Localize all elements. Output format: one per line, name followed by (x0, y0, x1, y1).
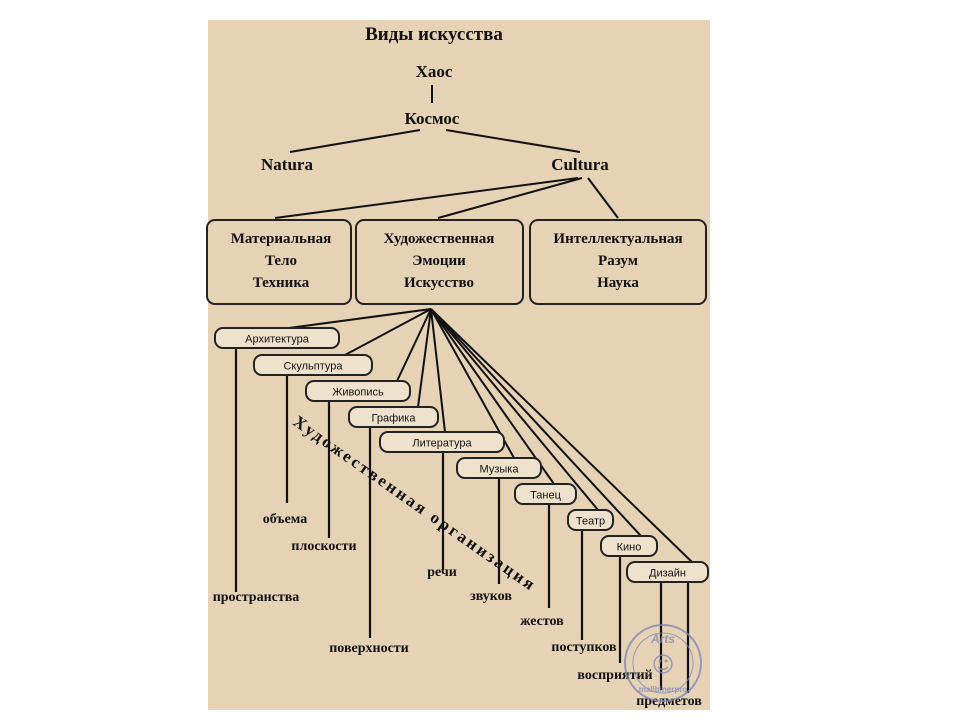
culture-box-heading: Художественная (384, 231, 495, 247)
art-form-label: Скульптура (283, 361, 343, 373)
art-form-label: Архитектура (245, 334, 310, 346)
art-form-pill: Живопись (305, 380, 411, 402)
culture-box-line: Тело (265, 253, 297, 269)
art-form-pill: Литература (379, 431, 505, 453)
art-form-pill: Скульптура (253, 354, 373, 376)
art-form-label: Театр (576, 516, 605, 528)
organization-term: поступков (551, 640, 617, 655)
art-form-pill: Дизайн (626, 561, 709, 583)
art-form-label: Литература (412, 438, 472, 450)
organization-term: пространства (213, 590, 300, 605)
cultura-artistic-line (437, 177, 583, 219)
art-form-label: Кино (617, 542, 642, 554)
fan-line (430, 308, 693, 563)
culture-box-line: Разум (598, 253, 638, 269)
art-form-pill: Театр (567, 509, 614, 531)
fan-line (430, 308, 642, 537)
art-form-pill: Музыка (456, 457, 542, 479)
cultura-material-line (274, 177, 579, 219)
art-form-pill: Танец (514, 483, 577, 505)
organization-term: плоскости (291, 539, 356, 554)
art-form-label: Музыка (480, 464, 520, 476)
chaos-label: Хаос (416, 62, 453, 81)
culture-box-line: Наука (597, 275, 639, 291)
diagram-title: Виды искусства (365, 24, 503, 45)
organization-term: восприятий (577, 668, 652, 683)
cosmos-label: Космос (405, 109, 460, 128)
culture-box-line: Техника (253, 275, 310, 291)
art-form-pill: Графика (348, 406, 439, 428)
fan-line (430, 308, 446, 433)
culture-box-line: Искусство (404, 275, 474, 291)
cultura-intellectual-line (587, 177, 619, 219)
organization-term: объема (263, 512, 307, 527)
culture-box-material: Материальная Тело Техника (206, 219, 352, 305)
natura-label: Natura (261, 155, 313, 174)
watermark-text-top: Arts (650, 632, 675, 646)
fan-line (396, 308, 432, 382)
culture-box-heading: Материальная (231, 231, 332, 247)
culture-box-intellectual: Интеллектуальная Разум Наука (529, 219, 707, 305)
art-form-pill: Кино (600, 535, 658, 557)
fan-lines (288, 308, 693, 563)
fan-line (344, 308, 432, 356)
organization-term: речи (427, 565, 457, 580)
art-form-pill: Архитектура (214, 327, 340, 349)
organization-term: поверхности (329, 641, 409, 656)
art-form-label: Дизайн (649, 568, 686, 580)
watermark-text-bottom: mallbinerpro (639, 685, 688, 694)
art-form-label: Графика (372, 413, 417, 425)
fan-line (288, 308, 432, 329)
organization-term: жестов (520, 614, 564, 629)
art-pills: АрхитектураСкульптураЖивописьГрафикаЛите… (214, 327, 709, 583)
art-form-label: Танец (530, 490, 562, 502)
watermark-face-icon: ☺ (652, 653, 675, 678)
drop-lines (234, 348, 690, 693)
cultura-label: Cultura (551, 155, 609, 174)
culture-box-heading: Интеллектуальная (553, 231, 682, 247)
organization-term: звуков (470, 589, 512, 604)
fan-line (417, 308, 432, 408)
culture-box-line: Эмоции (412, 253, 466, 269)
fan-line (430, 308, 555, 485)
cosmos-natura-line (289, 129, 421, 153)
fan-line (430, 308, 599, 511)
watermark-logo: Arts mallbinerpro ☺ (624, 624, 702, 702)
culture-box-artistic: Художественная Эмоции Искусство (355, 219, 524, 305)
art-form-label: Живопись (332, 387, 384, 399)
cosmos-cultura-line (445, 129, 581, 153)
